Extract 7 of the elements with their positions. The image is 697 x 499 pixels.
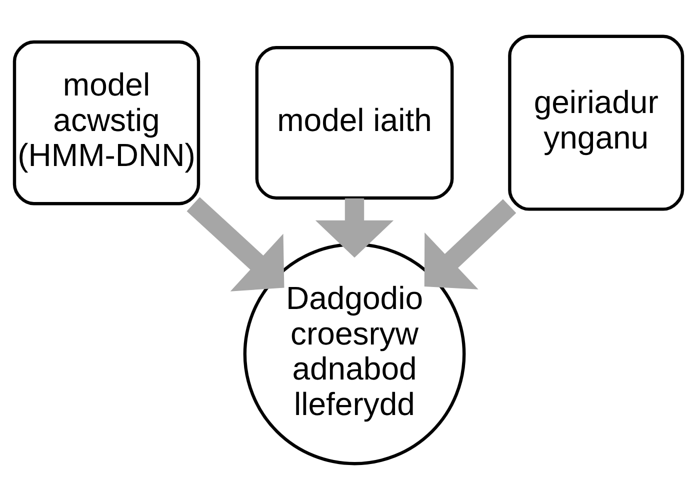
arrow xyxy=(315,198,394,258)
arrow xyxy=(424,198,516,289)
arrow xyxy=(186,196,284,291)
node-box: model acwstig (HMM-DNN) xyxy=(12,40,200,205)
node-box: model iaith xyxy=(255,46,454,200)
node-circle: Dadgodio croesryw adnabod lleferydd xyxy=(243,242,466,465)
node-box: geiriadur ynganu xyxy=(508,34,684,210)
